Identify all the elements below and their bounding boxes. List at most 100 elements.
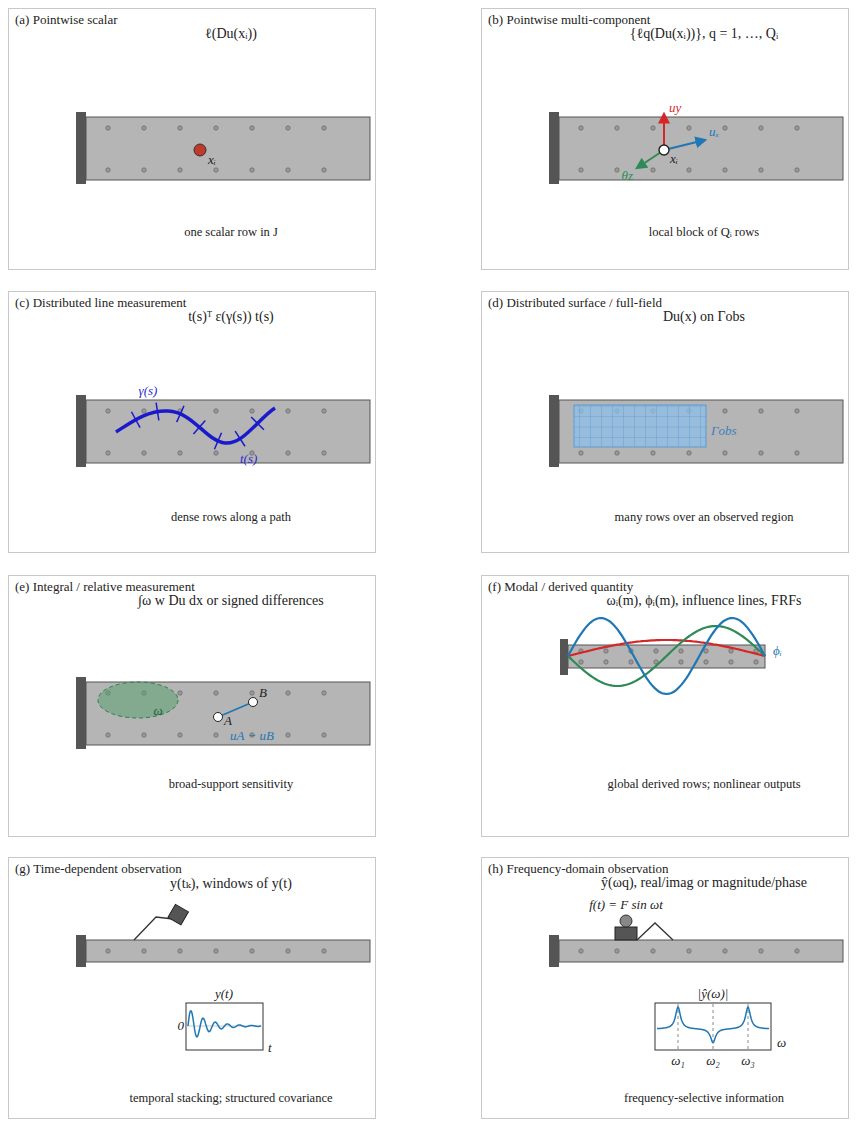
illustration-part [76,395,86,467]
illustration-part [559,117,843,180]
annotation-label: ω [153,704,162,718]
illustration-part [168,904,188,924]
illustration-part [574,405,706,447]
sensor-dot [651,126,655,130]
annotation-label: xᵢ [670,152,678,166]
illustration-part [549,112,559,184]
panel-box: (h) Frequency-domain observationŷ(ωq), r… [481,857,849,1119]
panel-formula: ŷ(ωq), real/imag or magnitude/phase [601,875,807,891]
sensor-dot [651,949,655,953]
sensor-dot [250,691,254,695]
sensor-dot [142,409,146,413]
illustration-part [664,140,705,150]
sensor-dot [604,660,608,664]
illustration-part [655,1003,771,1050]
illustration-stroke [568,618,765,694]
sensor-dot [651,451,655,455]
illustration-part [549,395,559,467]
illustration-part [76,677,86,749]
sensor-dot [795,126,799,130]
sensor-dot [795,451,799,455]
sensor-dot [729,660,733,664]
illustration-stroke [193,420,205,434]
annotation-label: 0 [178,1019,185,1033]
sensor-dot [615,168,619,172]
annotation-label: B [259,686,267,700]
sensor-dot [759,168,763,172]
illustration-stroke [177,406,184,422]
sensor-dot [687,949,691,953]
sensor-dot [286,733,290,737]
sensor-dot [615,451,619,455]
illustration-stroke [235,431,245,446]
sensor-dot [214,126,218,130]
beam-h [549,915,843,1050]
sensor-dot [679,649,683,653]
sensor-dot [679,660,683,664]
annotation-label: ω₂ [706,1054,720,1068]
illustration-part [214,713,223,722]
illustration-part [559,400,843,463]
illustration-stroke [568,640,765,656]
panel-caption: broad-support sensitivity [169,777,294,792]
illustration-stroke [568,626,765,686]
illustration-stroke [214,433,221,450]
sensor-dot [723,409,727,413]
sensor-dot [723,126,727,130]
sensor-dot [214,733,218,737]
illustration-part [568,618,765,694]
annotation-label: f(t) = F sin ωt [589,898,663,912]
sensor-dot [723,451,727,455]
sensor-dot [250,126,254,130]
sensor-dot [754,660,758,664]
annotation-label: uy [669,101,681,115]
annotation-label: Γobs [711,424,736,438]
sensor-dot [651,168,655,172]
illustration-part [249,698,258,707]
sensor-dot [250,168,254,172]
sensor-dot [142,168,146,172]
panel-caption: global derived rows; nonlinear outputs [607,777,800,792]
sensor-dot [687,168,691,172]
annotation-label: t(s) [240,452,257,466]
illustration-part [194,144,206,156]
illustration-part [549,935,559,967]
sensor-dot [723,949,727,953]
illustration-part [131,403,263,450]
illustration-part [106,949,326,953]
sensor-dot [286,949,290,953]
sensor-dot [795,168,799,172]
sensor-dot [106,451,110,455]
panel-formula: ℓ(Du(xᵢ)) [205,26,257,42]
panel-formula: {ℓq(Du(xᵢ))}, q = 1, …, Qᵢ [630,26,779,42]
sensor-dot [286,451,290,455]
illustration-part [218,702,253,717]
illustration-stroke [131,412,140,428]
panel-heading: (g) Time-dependent observation [15,861,182,877]
sensor-dot [723,168,727,172]
annotation-label: y(t) [215,987,233,1001]
illustration-part [86,682,370,745]
panel-box: (a) Pointwise scalarℓ(Du(xᵢ))one scalar … [8,8,376,270]
beam-d [549,395,843,467]
beam-a [76,112,370,184]
sensor-dot [286,168,290,172]
illustration-part [579,126,799,172]
sensor-dot [615,949,619,953]
sensor-dot [142,126,146,130]
illustration-part [188,1011,261,1037]
sensor-dot [178,733,182,737]
sensor-dot [214,168,218,172]
annotation-label: γ(s) [139,384,158,398]
sensor-dot [178,451,182,455]
sensor-dot [795,409,799,413]
sensor-dot [214,691,218,695]
annotation-label: ω₁ [671,1054,685,1068]
illustration-part [186,1003,263,1050]
annotation-label: |ŷ(ω)| [698,987,729,1001]
sensor-dot [629,660,633,664]
panel-heading: (a) Pointwise scalar [15,12,118,28]
panel-heading: (h) Frequency-domain observation [488,861,669,877]
annotation-label: ω₃ [741,1054,755,1068]
sensor-dot [178,691,182,695]
